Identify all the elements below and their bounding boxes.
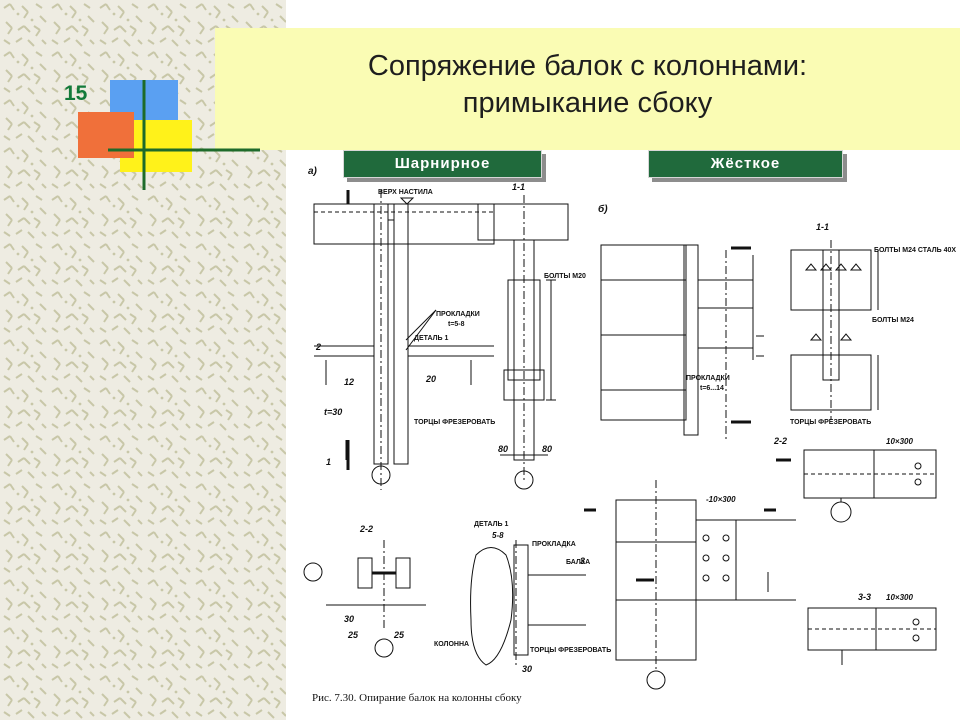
- slide-number-decoration: [78, 80, 260, 190]
- tab-rigid[interactable]: Жёсткое: [648, 150, 843, 178]
- view-b-section-2-2: [776, 449, 937, 523]
- label-top-of-deck: ВЕРХ НАСТИЛА: [378, 189, 433, 196]
- label-shims-a: ПРОКЛАДКИ: [436, 311, 480, 318]
- label-plate-10x300: 10×300: [886, 437, 913, 446]
- title-line-2: примыкание сбоку: [462, 87, 713, 119]
- label-mill-ends: ТОРЦЫ ФРЕЗЕРОВАТЬ: [414, 419, 495, 426]
- label-shim: ПРОКЛАДКА: [532, 541, 576, 548]
- tab-hinged[interactable]: Шарнирное: [343, 150, 542, 178]
- dim-12: 12: [344, 377, 354, 387]
- view-b-main: [600, 244, 764, 440]
- label-section-2-2-a: 2-2: [359, 524, 373, 534]
- dim-20: 20: [425, 374, 436, 384]
- dim-80a: 80: [498, 444, 508, 454]
- label-section-3-3: 3-3: [858, 592, 871, 602]
- label-beam: БАЛКА: [566, 559, 590, 566]
- dim-30: 30: [344, 614, 354, 624]
- label-bolts-m24-steel: БОЛТЫ М24 СТАЛЬ 40Х: [874, 247, 956, 254]
- dim-25b: 25: [393, 630, 405, 640]
- view-a-section-1-1: [477, 195, 569, 490]
- label-section-2-2-b: 2-2: [773, 436, 787, 446]
- label-shims-b-t: t=6...14: [700, 385, 724, 392]
- view-b-section-1-1: [790, 240, 879, 420]
- label-section-1-1-b: 1-1: [816, 222, 829, 232]
- slide-number: 15: [64, 82, 88, 105]
- label-mill-ends-b: ТОРЦЫ ФРЕЗЕРОВАТЬ: [790, 419, 871, 426]
- view-a-section-2-2: [303, 540, 426, 658]
- dim-80b: 80: [542, 444, 552, 454]
- label-plate-10x300-b: 10×300: [886, 593, 913, 602]
- label-shims-a-t: t=5-8: [448, 321, 465, 328]
- label-shims-b: ПРОКЛАДКИ: [686, 375, 730, 382]
- figure-caption: Рис. 7.30. Опирание балок на колонны сбо…: [312, 692, 522, 704]
- dim-25a: 25: [347, 630, 359, 640]
- label-plate-m10x300: -10×300: [706, 495, 736, 504]
- engineering-drawing: а) ВЕРХ НАСТИЛА 1-1 БОЛТЫ М20 ПРОКЛАДКИ …: [303, 166, 956, 690]
- title-line-1: Сопряжение балок с колоннами:: [367, 50, 808, 82]
- view-detail-1: [470, 540, 586, 666]
- label-a: а): [308, 166, 318, 177]
- view-a-main: [313, 190, 495, 490]
- label-column: КОЛОННА: [434, 641, 469, 648]
- num-2-a: 2: [315, 342, 321, 352]
- label-b: б): [598, 203, 608, 215]
- view-b-lower: [584, 480, 796, 690]
- label-section-1-1-a: 1-1: [512, 182, 525, 192]
- label-bolts-m24: БОЛТЫ М24: [872, 317, 914, 324]
- label-detail-1-b: ДЕТАЛЬ 1: [474, 521, 509, 528]
- num-3-b: 3: [580, 556, 585, 566]
- label-mill-ends-detail: ТОРЦЫ ФРЕЗЕРОВАТЬ: [530, 647, 611, 654]
- label-bolts-m20: БОЛТЫ М20: [544, 273, 586, 280]
- label-detail-1: ДЕТАЛЬ 1: [414, 335, 449, 342]
- view-b-section-3-3: [807, 607, 937, 665]
- dim-30-detail: 30: [522, 664, 532, 674]
- label-t30: t=30: [324, 407, 342, 417]
- slide-title: Сопряжение балок с колоннами: примыкание…: [215, 48, 960, 122]
- title-bar: [215, 28, 960, 150]
- dim-5-8: 5-8: [492, 531, 504, 540]
- num-1-a: 1: [326, 457, 331, 467]
